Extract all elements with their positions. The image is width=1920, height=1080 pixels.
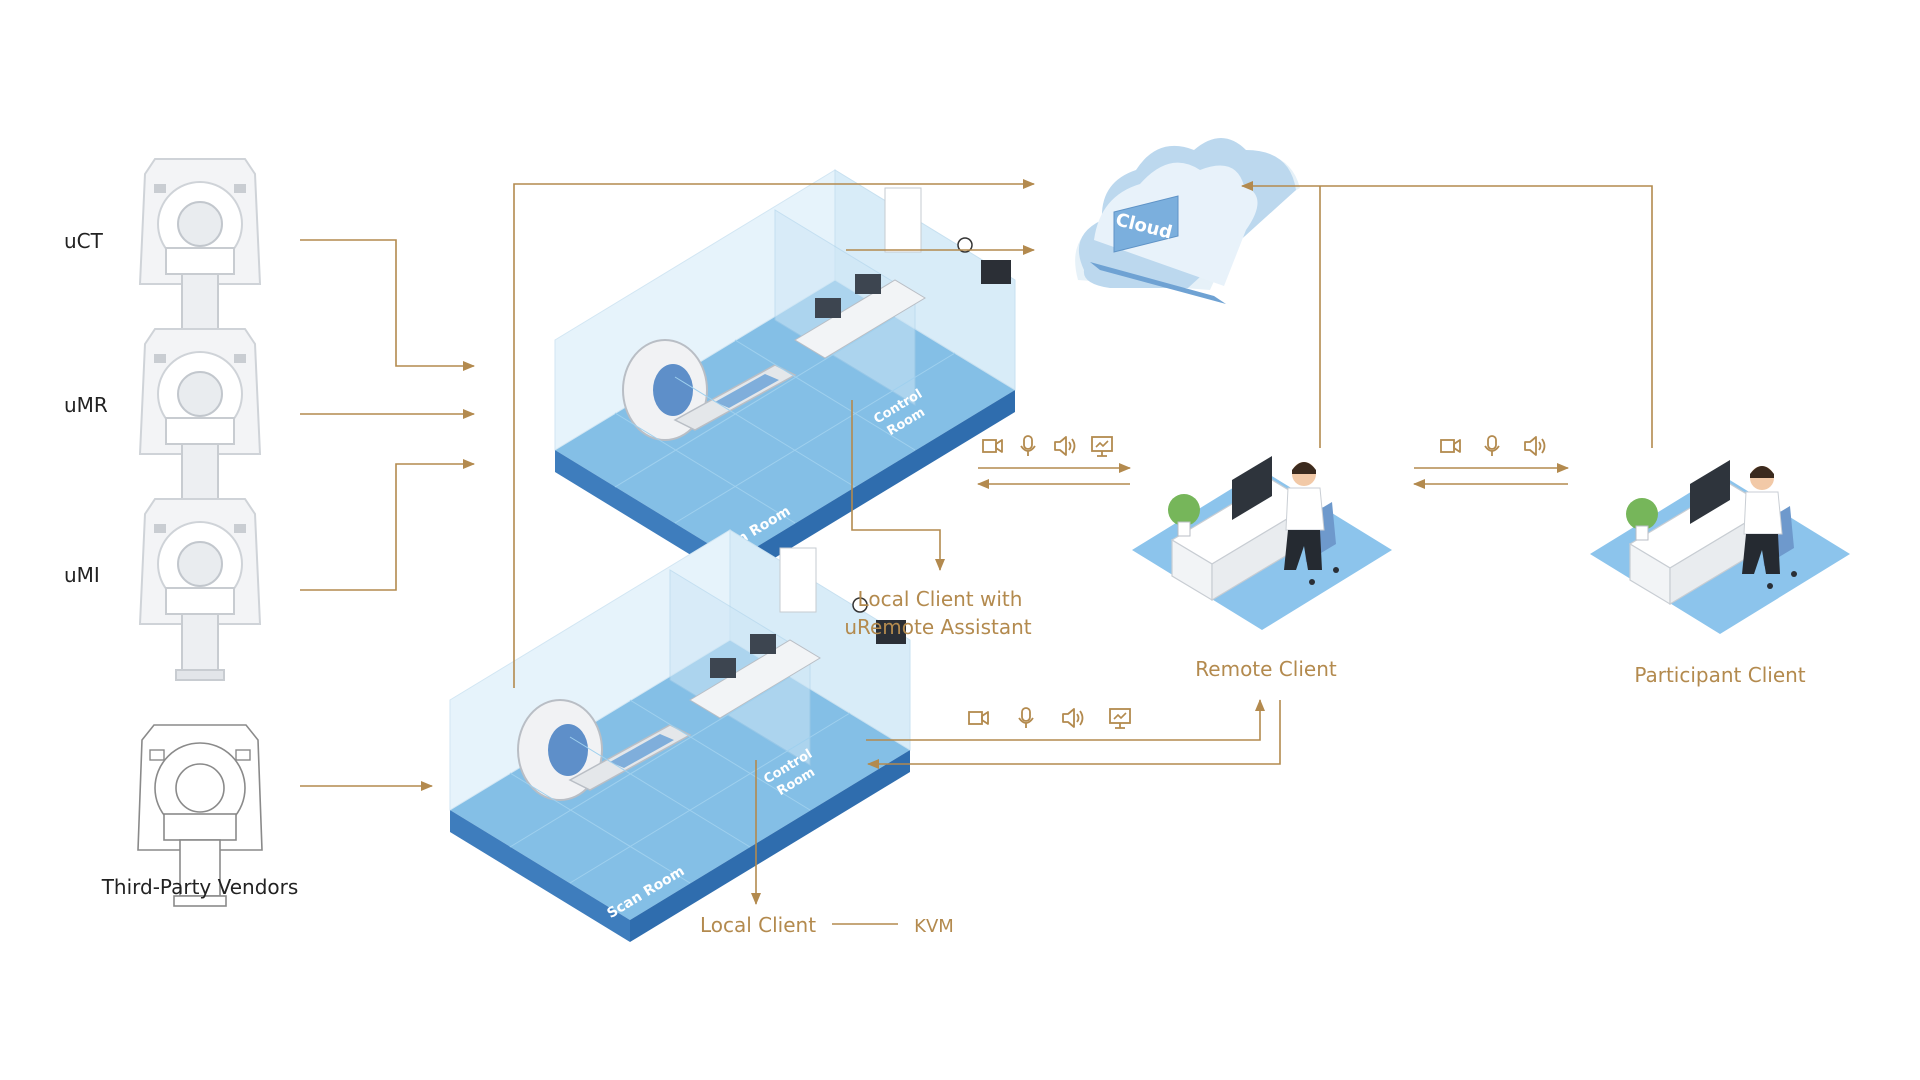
speaker-icon xyxy=(1062,708,1084,728)
kvm-label: KVM xyxy=(914,916,954,937)
camera-icon xyxy=(1440,439,1461,453)
icon-group-top-room-remote xyxy=(982,435,1113,457)
doctor-workstation-icon xyxy=(1131,455,1393,631)
mi-scanner-icon xyxy=(139,498,261,681)
screen-share-icon xyxy=(1109,708,1131,729)
bottom-room-to-remote xyxy=(866,699,1265,741)
room-local-client: Scan Room Control Room xyxy=(449,529,911,943)
uct-connector xyxy=(300,239,475,371)
device-uct: uCT xyxy=(64,158,261,341)
speaker-icon xyxy=(1054,436,1076,456)
mr-scanner-icon xyxy=(139,328,261,511)
doctor-workstation-icon xyxy=(1589,459,1851,635)
cloud: Cloud xyxy=(1075,138,1300,304)
device-umr: uMR xyxy=(64,328,261,511)
speaker-icon xyxy=(1524,436,1546,456)
device-third-party: Third-Party Vendors xyxy=(101,724,299,907)
device-umi: uMI xyxy=(64,498,261,681)
bottom-room-to-cloud xyxy=(513,179,1035,688)
remote-client: Remote Client xyxy=(1131,455,1393,681)
screen-share-icon xyxy=(1091,436,1113,457)
camera-icon xyxy=(982,439,1003,453)
flow-connectors xyxy=(513,179,1653,925)
device-label: uMR xyxy=(64,393,108,417)
microphone-icon xyxy=(1484,435,1500,457)
device-connectors xyxy=(300,239,475,791)
device-label: uCT xyxy=(64,229,104,253)
ct-scanner-icon xyxy=(139,158,261,341)
device-label: Third-Party Vendors xyxy=(101,875,299,899)
local-client-assistant-pointer xyxy=(851,400,945,571)
camera-icon xyxy=(968,711,989,725)
participant-client: Participant Client xyxy=(1589,459,1851,687)
room-local-client-assistant: Scan Room Control Room xyxy=(554,169,1016,583)
participant-client-label: Participant Client xyxy=(1634,663,1805,687)
remote-client-label: Remote Client xyxy=(1195,657,1337,681)
icon-group-bottom-room-remote xyxy=(968,707,1131,729)
participant-to-cloud xyxy=(1241,181,1653,448)
microphone-icon xyxy=(1018,707,1034,729)
local-client-assistant-label-line1: Local Client with xyxy=(858,587,1023,611)
remote-to-bottom-room xyxy=(867,700,1281,769)
local-client-assistant-label-line2: uRemote Assistant xyxy=(844,615,1031,639)
device-label: uMI xyxy=(64,563,100,587)
local-client-label: Local Client xyxy=(700,913,816,937)
umi-connector xyxy=(300,459,475,591)
microphone-icon xyxy=(1020,435,1036,457)
cloud-icon xyxy=(1075,138,1300,304)
icon-group-remote-participant xyxy=(1440,435,1546,457)
